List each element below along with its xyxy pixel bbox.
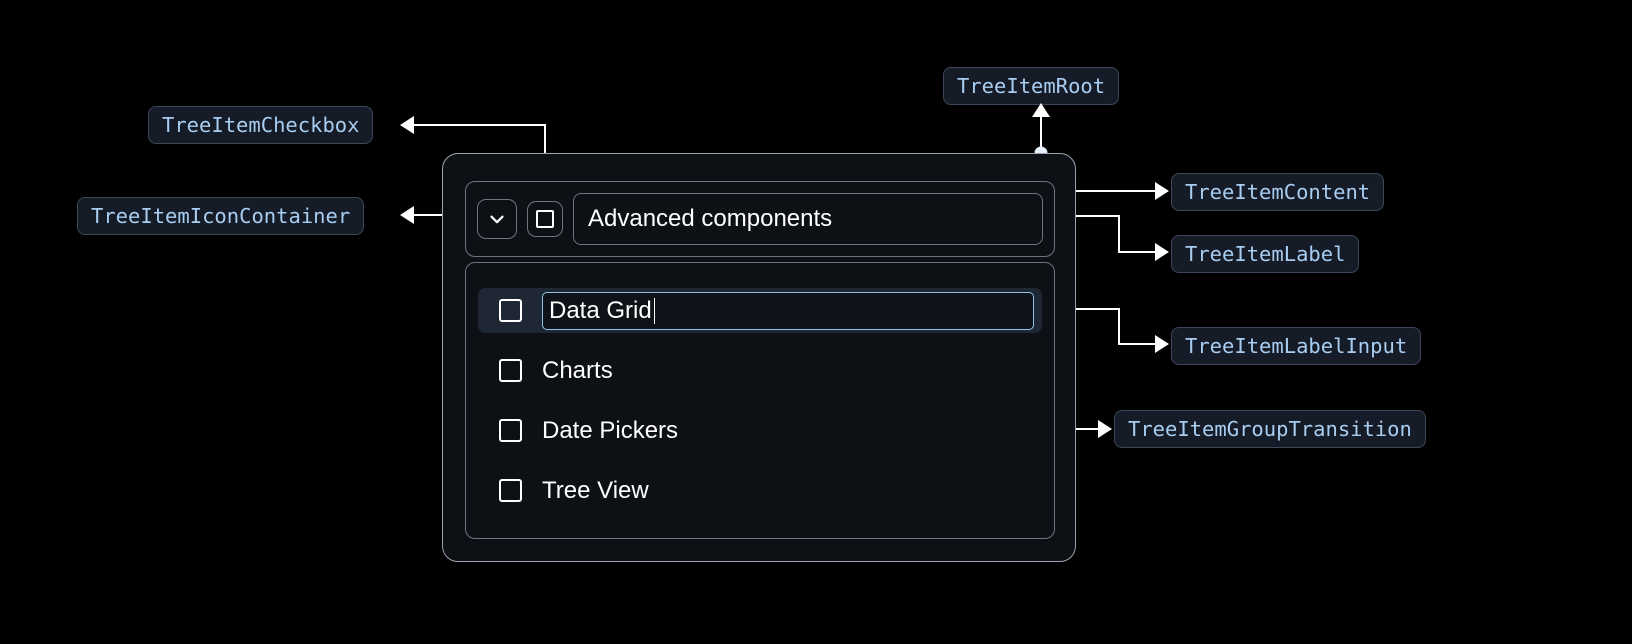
- connector-root-vertical: [1040, 115, 1042, 155]
- connector-labelinput-horizontal-1: [1042, 308, 1120, 310]
- treeitem-label-input-value: Data Grid: [549, 296, 652, 324]
- treeitem-checkbox[interactable]: [499, 419, 522, 442]
- tree-row[interactable]: Date Pickers: [478, 408, 1042, 453]
- annotation-pill-treeitemroot: TreeItemRoot: [943, 67, 1120, 105]
- treeitem-label: Tree View: [542, 476, 649, 504]
- connector-labelinput-horizontal-2: [1118, 343, 1157, 345]
- treeitem-label-input[interactable]: Data Grid: [542, 291, 1034, 330]
- arrowhead-label: [1155, 243, 1169, 261]
- connector-grouptransition-horizontal: [1053, 428, 1100, 430]
- text-cursor: [653, 297, 656, 324]
- annotation-pill-treeitemgrouptransition: TreeItemGroupTransition: [1114, 410, 1426, 448]
- annotation-label: TreeItemLabel: [1185, 241, 1346, 266]
- arrowhead-content: [1155, 182, 1169, 200]
- annotation-pill-treeitemcheckbox: TreeItemCheckbox: [148, 106, 374, 144]
- chevron-down-icon: [490, 215, 504, 224]
- connector-label-horizontal-1: [1042, 215, 1120, 217]
- treeitem-checkbox[interactable]: [527, 201, 563, 237]
- treeitem-icon-container[interactable]: [477, 199, 517, 239]
- annotation-label: TreeItemContent: [1185, 179, 1371, 204]
- checkbox-square-icon: [536, 210, 554, 228]
- annotation-label: TreeItemRoot: [957, 73, 1106, 98]
- tree-row[interactable]: Data Grid: [478, 288, 1042, 333]
- tree-row[interactable]: Tree View: [478, 468, 1042, 513]
- treeitem-content[interactable]: Advanced components: [465, 181, 1055, 257]
- annotation-pill-treeitemiconcontainer: TreeItemIconContainer: [77, 197, 365, 235]
- connector-label-horizontal-2: [1118, 251, 1157, 253]
- treeitem-checkbox[interactable]: [499, 479, 522, 502]
- treeitem-root[interactable]: Advanced components Data Grid Charts Dat…: [442, 153, 1076, 562]
- treeitem-label-text: Advanced components: [588, 205, 833, 232]
- arrowhead-grouptransition: [1098, 420, 1112, 438]
- annotation-pill-treeitemcontent: TreeItemContent: [1171, 173, 1385, 211]
- arrowhead-checkbox: [400, 116, 414, 134]
- annotation-label: TreeItemGroupTransition: [1128, 416, 1412, 441]
- annotation-pill-treeitemlabelinput: TreeItemLabelInput: [1171, 327, 1422, 365]
- annotation-label: TreeItemLabelInput: [1185, 333, 1408, 358]
- arrowhead-iconcontainer: [400, 206, 414, 224]
- treeitem-checkbox[interactable]: [499, 299, 522, 322]
- annotation-label: TreeItemIconContainer: [91, 203, 351, 228]
- treeitem-label: Charts: [542, 356, 613, 384]
- connector-checkbox-horizontal: [414, 124, 546, 126]
- treeitem-label: Date Pickers: [542, 416, 679, 444]
- arrowhead-labelinput: [1155, 335, 1169, 353]
- connector-labelinput-vertical: [1118, 308, 1120, 345]
- treeitem-group-transition: Data Grid Charts Date Pickers Tree View: [465, 262, 1055, 539]
- treeitem-checkbox[interactable]: [499, 359, 522, 382]
- tree-row[interactable]: Charts: [478, 348, 1042, 393]
- treeitem-label[interactable]: Advanced components: [573, 193, 1043, 245]
- connector-label-vertical: [1118, 215, 1120, 252]
- connector-content-horizontal: [1053, 190, 1157, 192]
- annotation-pill-treeitemlabel: TreeItemLabel: [1171, 235, 1360, 273]
- annotation-label: TreeItemCheckbox: [162, 112, 360, 137]
- arrowhead-root: [1032, 103, 1050, 117]
